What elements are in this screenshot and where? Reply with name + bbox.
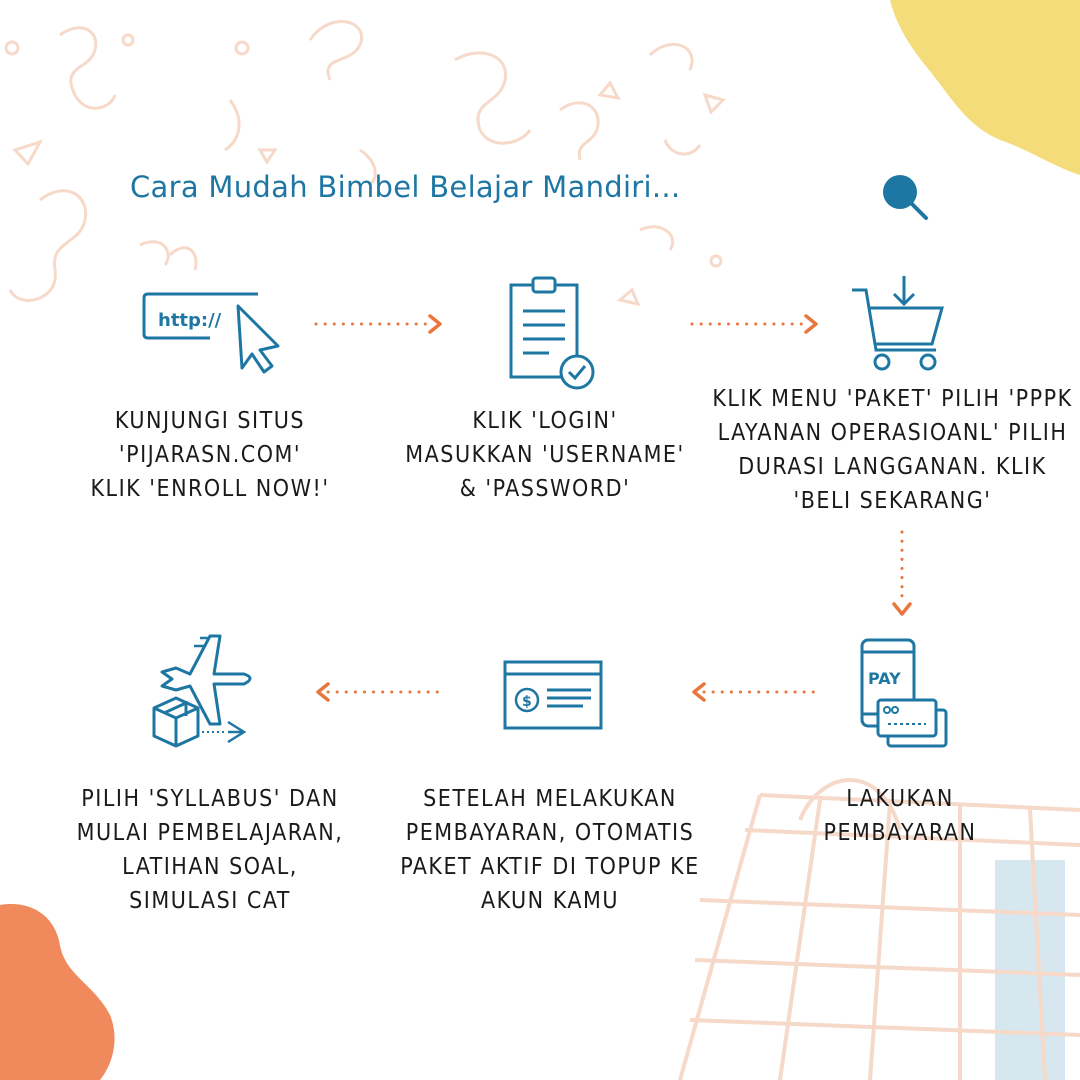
arrow-down [892, 530, 912, 616]
arrow-right-1 [314, 314, 442, 334]
confetti-group [4, 20, 726, 307]
url-label: http:// [158, 310, 222, 331]
orange-blob [0, 904, 115, 1080]
basket-outline [678, 778, 1080, 1080]
browser-cursor-icon: http:// [142, 292, 280, 374]
search-icon [883, 175, 928, 220]
step-3-text: Klik menu 'paket' pilih 'PPPK Layanan Op… [712, 386, 1073, 514]
arrow-left-2 [316, 682, 444, 702]
mobile-pay-icon: PAY [860, 638, 948, 748]
step-1-text: Kunjungi situs 'pijarasn.com' klik 'enro… [90, 408, 330, 502]
step-4-text: Lakukan pembayaran [823, 786, 977, 846]
arrow-right-2 [690, 314, 818, 334]
step-6-text: Pilih 'syllabus' dan mulai pembelajaran,… [76, 786, 344, 914]
clipboard-check-icon [509, 276, 595, 390]
step-5-text: Setelah melakukan pembayaran, otomatis p… [400, 786, 700, 914]
step-2-text: Klik 'login' Masukkan 'username' & 'pass… [405, 408, 685, 502]
shopping-cart-icon [852, 276, 944, 371]
payment-card-icon: $ [503, 660, 603, 730]
svg-text:$: $ [522, 694, 532, 710]
pay-label: PAY [868, 669, 901, 688]
yellow-blob [890, 0, 1080, 175]
arrow-left-1 [692, 682, 820, 702]
page-title: Cara Mudah Bimbel Belajar Mandiri... [130, 170, 681, 204]
plane-delivery-icon [152, 634, 252, 748]
